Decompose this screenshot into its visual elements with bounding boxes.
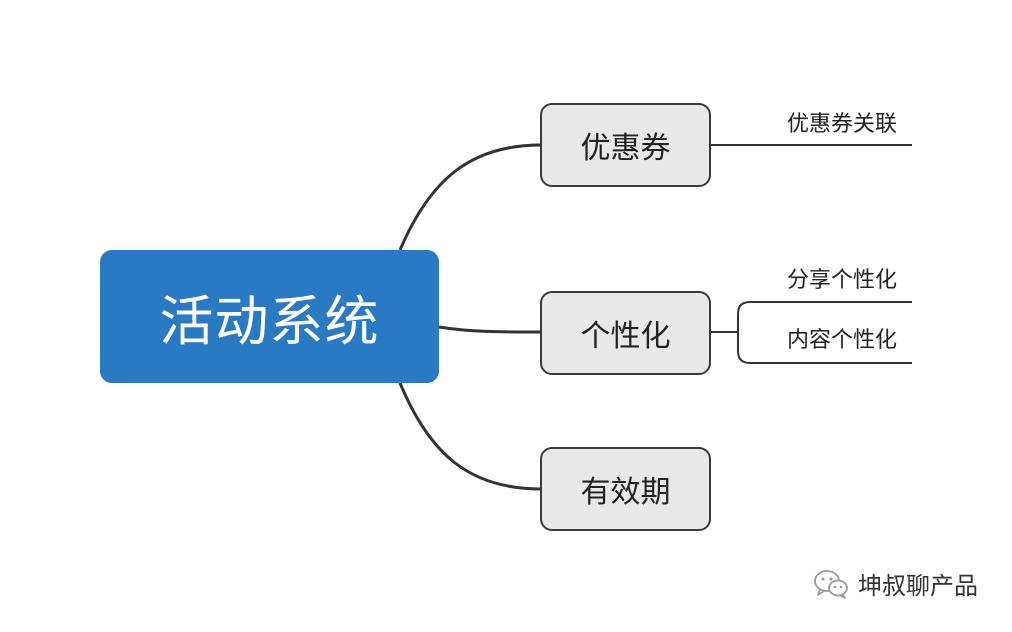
connector-root-to-validity: [398, 382, 542, 491]
wechat-icon: [814, 569, 848, 599]
connector-root-to-personal: [438, 325, 542, 334]
root-node: 活动系统: [100, 250, 439, 383]
watermark: 坤叔聊产品: [812, 566, 978, 601]
leaf-content-personalization: 内容个性化: [786, 328, 897, 353]
branch-node-personalization: 个性化: [540, 291, 711, 375]
connector-personal-fork: [737, 301, 912, 364]
connector-root-to-coupon: [398, 143, 542, 251]
watermark-text: 坤叔聊产品: [858, 572, 978, 600]
leaf-share-personalization: 分享个性化: [786, 268, 897, 293]
branch-node-coupon: 优惠券: [540, 103, 711, 187]
branch-node-validity: 有效期: [540, 447, 711, 531]
leaf-coupon-association: 优惠券关联: [786, 112, 897, 137]
